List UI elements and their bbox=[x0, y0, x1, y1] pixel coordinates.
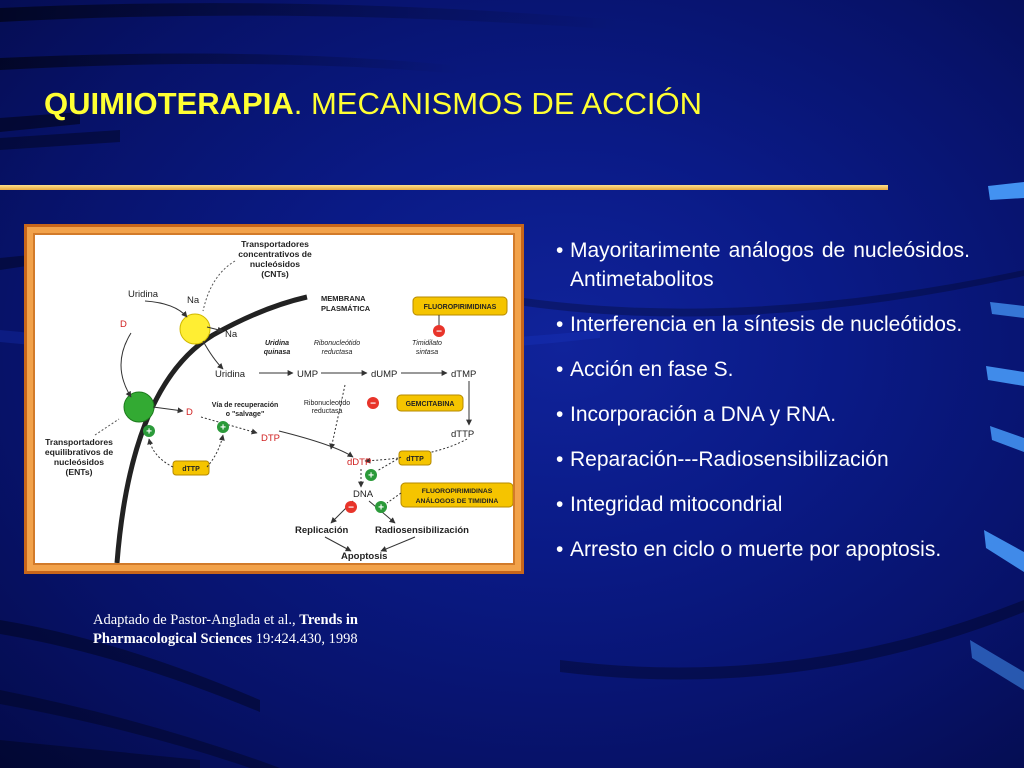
bullet-dot: • bbox=[556, 490, 563, 519]
ribonucleotido-reductasa-2-label: Ribonucleotido reductasa bbox=[304, 400, 350, 415]
svg-text:Transportadores: Transportadores bbox=[45, 437, 113, 447]
title-rest: . MECANISMOS DE ACCIÓN bbox=[294, 86, 702, 121]
d-top-label: D bbox=[120, 319, 127, 330]
svg-text:MEMBRANA: MEMBRANA bbox=[321, 294, 366, 303]
stimulation-marker: + bbox=[375, 501, 387, 514]
na-top-label: Na bbox=[187, 295, 200, 306]
bullet-text: Acción en fase S. bbox=[570, 358, 733, 381]
bullet-dot: • bbox=[556, 236, 563, 265]
inhibition-marker: − bbox=[345, 501, 357, 514]
radiosensibilizacion-label: Radiosensibilización bbox=[375, 525, 469, 536]
ribonucleotido-reductasa-label: Ribonucleótido bbox=[314, 340, 360, 347]
uridina-top-label: Uridina bbox=[128, 289, 159, 300]
cnt-transporter-icon bbox=[180, 314, 210, 344]
bullet-item: • Reparación---Radiosensibilización bbox=[556, 445, 970, 474]
drug-gemcitabina-text: GEMCITABINA bbox=[406, 401, 455, 408]
bullet-item: • Acción en fase S. bbox=[556, 355, 970, 384]
bullet-item: • Interferencia en la síntesis de nucleót… bbox=[556, 310, 970, 339]
inhibition-marker: − bbox=[433, 325, 445, 338]
svg-text:nucleósidos: nucleósidos bbox=[250, 259, 300, 269]
svg-text:reductasa: reductasa bbox=[312, 408, 343, 415]
figure-caption: Adaptado de Pastor-Anglada et al., Trend… bbox=[93, 611, 433, 649]
via-recuperacion-label: Vía de recuperación o "salvage" bbox=[212, 402, 279, 418]
svg-text:PLASMÁTICA: PLASMÁTICA bbox=[321, 304, 371, 313]
ddtp-label: dDTP bbox=[347, 457, 371, 468]
dttp-right-label: dTTP bbox=[451, 429, 474, 440]
bullet-text: Incorporación a DNA y RNA. bbox=[570, 403, 836, 426]
bullet-dot: • bbox=[556, 355, 563, 384]
bullet-text: Mayoritarimente análogos de nucleósidos.… bbox=[570, 239, 970, 291]
replicacion-label: Replicación bbox=[295, 525, 349, 536]
svg-text:FLUOROPIRIMIDINAS: FLUOROPIRIMIDINAS bbox=[422, 488, 493, 495]
uridina-quinasa-label: Uridina bbox=[265, 340, 289, 347]
bullet-text: Interferencia en la síntesis de nucleóti… bbox=[570, 313, 962, 336]
drug-dttp-right-text: dTTP bbox=[406, 456, 424, 463]
bullet-dot: • bbox=[556, 535, 563, 564]
svg-text:(ENTs): (ENTs) bbox=[65, 467, 92, 477]
svg-text:Vía de recuperación: Vía de recuperación bbox=[212, 402, 279, 409]
svg-text:Transportadores: Transportadores bbox=[241, 239, 309, 249]
svg-text:−: − bbox=[370, 399, 376, 410]
stimulation-marker: + bbox=[217, 421, 229, 434]
svg-text:ANÁLOGOS DE TIMIDINA: ANÁLOGOS DE TIMIDINA bbox=[416, 496, 499, 505]
ent-label: Transportadores equilibrativos de nucleó… bbox=[45, 437, 114, 477]
bullet-item: • Integridad mitocondrial bbox=[556, 490, 970, 519]
drug-dttp-left-text: dTTP bbox=[182, 466, 200, 473]
membrane-label: MEMBRANA PLASMÁTICA bbox=[321, 294, 371, 313]
diagram-frame: Transportadores concentrativos de nucleó… bbox=[24, 224, 524, 574]
uridina-quinasa-label-2: quinasa bbox=[264, 349, 291, 356]
diagram-panel: Transportadores concentrativos de nucleó… bbox=[33, 233, 515, 565]
ump-label: UMP bbox=[297, 369, 318, 380]
svg-text:+: + bbox=[146, 427, 152, 438]
timidilato-sintasa-label: Timidilato bbox=[412, 340, 442, 347]
stimulation-marker: + bbox=[365, 469, 377, 482]
svg-text:(CNTs): (CNTs) bbox=[261, 269, 289, 279]
caption-tail: 19:424.430, 1998 bbox=[252, 631, 358, 647]
inhibition-marker: − bbox=[367, 397, 379, 410]
stimulation-marker: + bbox=[143, 425, 155, 438]
ribonucleotido-reductasa-label-2: reductasa bbox=[322, 349, 353, 356]
page-title: QUIMIOTERAPIA. MECANISMOS DE ACCIÓN bbox=[44, 86, 702, 122]
dump-label: dUMP bbox=[371, 369, 397, 380]
svg-text:+: + bbox=[368, 471, 374, 482]
svg-text:−: − bbox=[436, 327, 442, 338]
svg-text:nucleósidos: nucleósidos bbox=[54, 457, 104, 467]
bullet-text: Arresto en ciclo o muerte por apoptosis. bbox=[570, 538, 941, 561]
timidilato-sintasa-label-2: sintasa bbox=[416, 349, 438, 356]
bullet-dot: • bbox=[556, 400, 563, 429]
svg-text:−: − bbox=[348, 503, 354, 514]
svg-text:o "salvage": o "salvage" bbox=[226, 411, 265, 418]
title-divider bbox=[0, 185, 888, 190]
bullet-dot: • bbox=[556, 445, 563, 474]
svg-text:concentrativos de: concentrativos de bbox=[238, 249, 312, 259]
ent-transporter-icon bbox=[124, 392, 154, 422]
d-mid-label: D bbox=[186, 407, 193, 418]
title-bold: QUIMIOTERAPIA bbox=[44, 86, 294, 121]
uridina-mid-label: Uridina bbox=[215, 369, 246, 380]
drug-fluoropirimidinas-text: FLUOROPIRIMIDINAS bbox=[424, 304, 497, 311]
bullet-item: • Incorporación a DNA y RNA. bbox=[556, 400, 970, 429]
svg-text:+: + bbox=[378, 503, 384, 514]
svg-text:Ribonucleotido: Ribonucleotido bbox=[304, 400, 350, 407]
bullet-item: • Arresto en ciclo o muerte por apoptosis… bbox=[556, 535, 970, 564]
bullet-dot: • bbox=[556, 310, 563, 339]
bullet-text: Reparación---Radiosensibilización bbox=[570, 448, 889, 471]
apoptosis-label: Apoptosis bbox=[341, 551, 387, 562]
dtmp-label: dTMP bbox=[451, 369, 476, 380]
cnt-label: Transportadores concentrativos de nucleó… bbox=[238, 239, 312, 279]
caption-plain: Adaptado de Pastor-Anglada et al., bbox=[93, 612, 299, 628]
svg-text:equilibrativos de: equilibrativos de bbox=[45, 447, 114, 457]
mechanism-diagram: Transportadores concentrativos de nucleó… bbox=[35, 235, 513, 563]
bullet-text: Integridad mitocondrial bbox=[570, 493, 782, 516]
bullet-item: •Mayoritarimente análogos de nucleósidos… bbox=[556, 236, 970, 294]
dna-label: DNA bbox=[353, 489, 374, 500]
bullet-list: •Mayoritarimente análogos de nucleósidos… bbox=[556, 236, 970, 580]
svg-text:+: + bbox=[220, 423, 226, 434]
dtp-label: DTP bbox=[261, 433, 280, 444]
na-mid-label: Na bbox=[225, 329, 238, 340]
